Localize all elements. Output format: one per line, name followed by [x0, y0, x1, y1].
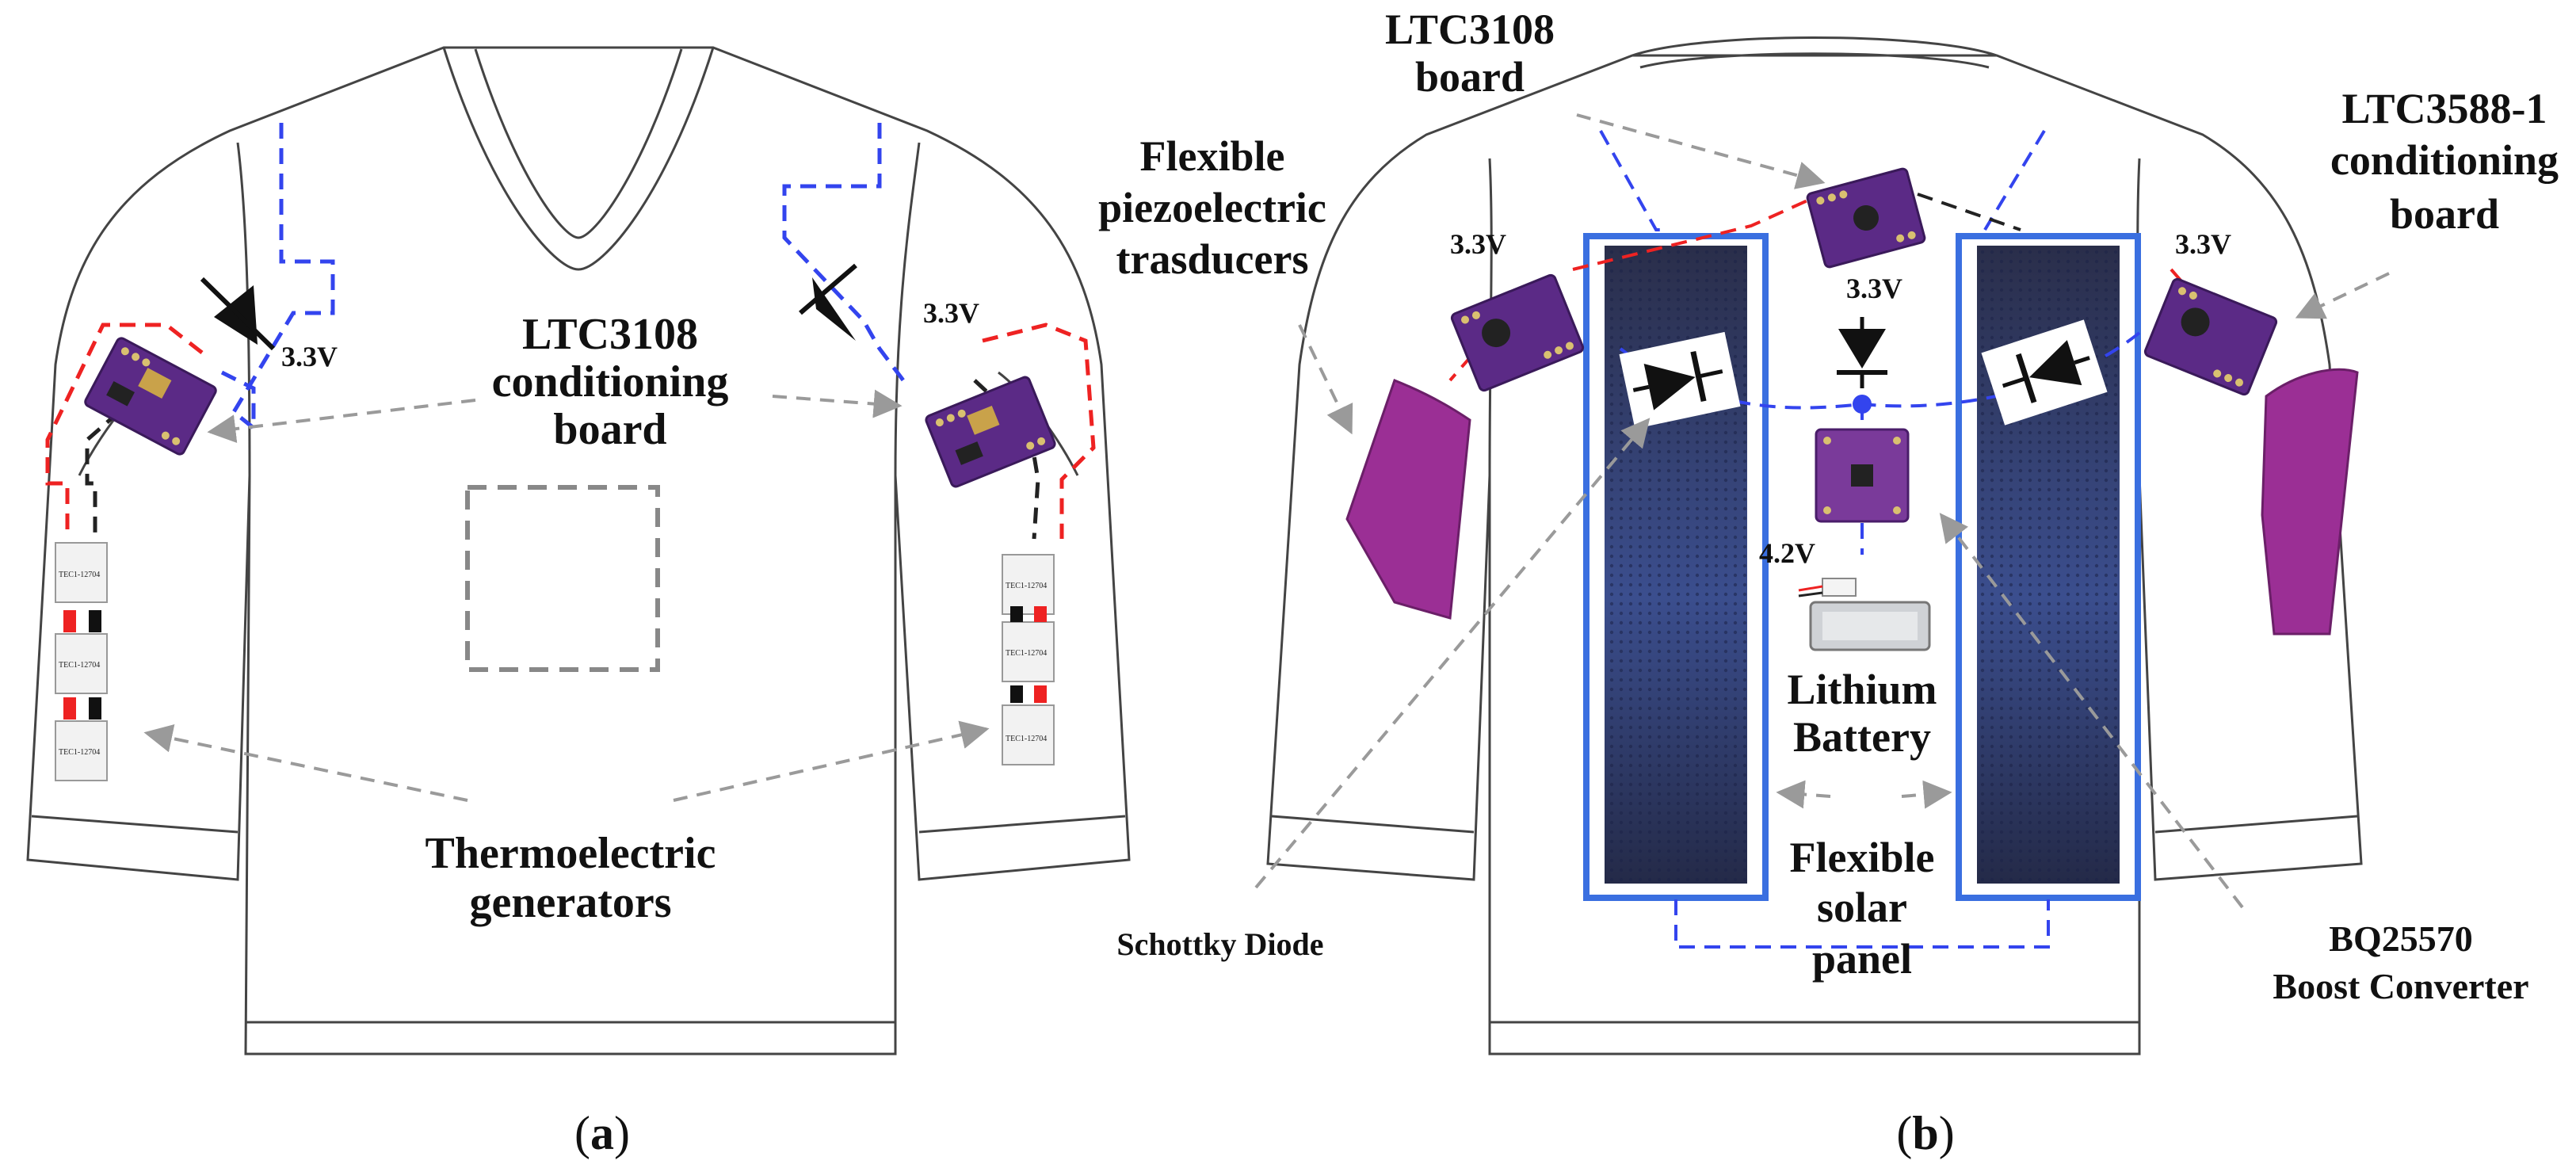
ltc3108-label-line1: LTC3108 — [522, 310, 698, 359]
ltc3108-label-line2: conditioning — [492, 357, 729, 407]
left-piezo-transducer — [1345, 379, 1471, 620]
solar-label-line3: panel — [1812, 935, 1912, 983]
right-ltc3108-board — [925, 376, 1056, 488]
panel-a-caption: (a) — [574, 1107, 630, 1159]
junction-node — [1853, 395, 1872, 414]
right-teg-stack: TEC1-12704 TEC1-12704 TEC1-12704 — [1002, 554, 1055, 765]
voltage-label-b-right: 3.3V — [2175, 228, 2231, 260]
left-teg-stack: TEC1-12704 TEC1-12704 TEC1-12704 — [55, 542, 108, 781]
panel-a-leader-arrows — [143, 389, 990, 802]
ltc3588-label-line3: board — [2390, 190, 2499, 238]
teg-module-label: TEC1-12704 — [1006, 582, 1047, 590]
right-piezo-transducer — [2261, 368, 2359, 636]
teg-module-label: TEC1-12704 — [1006, 735, 1047, 743]
piezo-label-line1: Flexible — [1140, 132, 1285, 180]
left-schottky-diode — [1619, 331, 1741, 429]
schottky-label: Schottky Diode — [1116, 926, 1323, 962]
bq25570-label-line1: BQ25570 — [2329, 918, 2472, 959]
ltc3588-label-line2: conditioning — [2330, 136, 2559, 184]
ltc3108-label-b-line1: LTC3108 — [1385, 6, 1555, 53]
solar-link-wire — [1674, 899, 2050, 949]
teg-module-label: TEC1-12704 — [59, 661, 100, 670]
lithium-battery — [1798, 578, 1931, 651]
solar-label-line2: solar — [1817, 884, 1907, 931]
battery-label-line2: Battery — [1793, 713, 1931, 761]
teg-module-label: TEC1-12704 — [1006, 649, 1047, 658]
teg-label-line1: Thermoelectric — [426, 829, 716, 878]
left-ltc3588-board — [1450, 273, 1585, 392]
bq25570-board — [1815, 428, 1910, 523]
ltc3108-placeholder-box — [465, 485, 660, 672]
piezo-label-line2: piezoelectric — [1098, 184, 1326, 231]
voltage-label-b-left: 3.3V — [1450, 228, 1506, 260]
panel-b-caption: (b) — [1896, 1107, 1954, 1159]
ltc3108-label-b-line2: board — [1415, 53, 1525, 101]
panel-a: TEC1-12704 TEC1-12704 TEC1-12704 TEC1-12… — [26, 46, 1131, 1159]
ltc3108-board-b — [1806, 167, 1926, 269]
battery-label-line1: Lithium — [1787, 666, 1937, 713]
piezo-label-line3: trasducers — [1116, 235, 1309, 283]
left-arm-wiring — [45, 123, 335, 539]
voltage-label-b-center: 3.3V — [1846, 273, 1902, 304]
right-ltc3588-board — [2143, 277, 2278, 396]
teg-module-label: TEC1-12704 — [59, 571, 100, 579]
bq25570-label-line2: Boost Converter — [2273, 966, 2528, 1006]
solar-label-line1: Flexible — [1790, 834, 1935, 881]
teg-label-line2: generators — [469, 878, 671, 927]
left-ltc3108-board — [84, 337, 217, 456]
right-schottky-diode — [1981, 319, 2108, 426]
right-diode-symbol — [799, 263, 857, 341]
panel-b-leader-arrows — [1254, 113, 2390, 909]
ltc3588-label-line1: LTC3588-1 — [2341, 85, 2547, 132]
voltage-label-left: 3.3V — [281, 341, 338, 372]
voltage-label-right: 3.3V — [923, 297, 979, 329]
left-solar-panel — [1583, 233, 1769, 901]
panel-b: LTC3108 board Flexible piezoelectric tra… — [1098, 6, 2559, 1159]
teg-module-label: TEC1-12704 — [59, 748, 100, 757]
ltc3108-label-line3: board — [553, 405, 666, 454]
voltage-label-battery: 4.2V — [1759, 537, 1815, 569]
center-diode-symbol — [1837, 317, 1887, 388]
left-diode-symbol — [200, 277, 276, 351]
